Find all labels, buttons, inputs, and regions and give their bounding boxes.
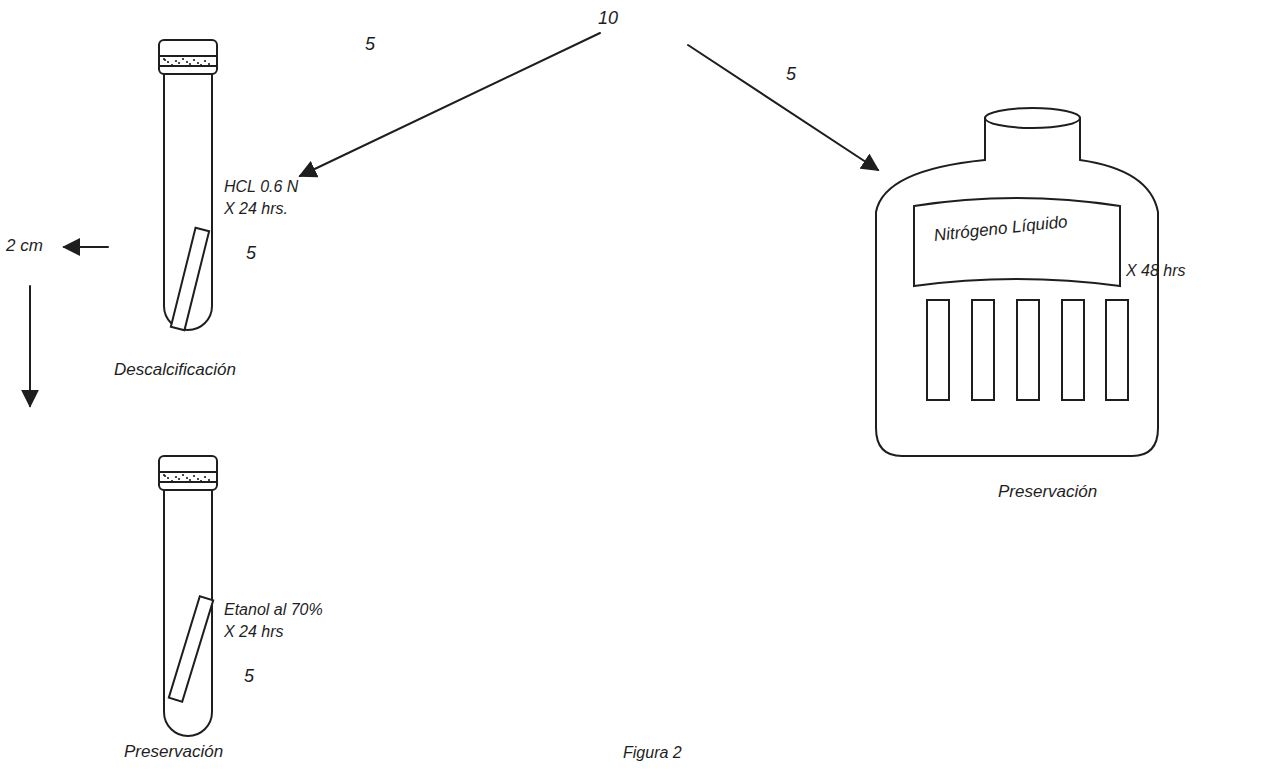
texture-dot: [204, 60, 206, 62]
texture-dot: [171, 480, 173, 482]
stopper-texture: [163, 58, 210, 482]
texture-dot: [182, 58, 184, 60]
callout-number: 5: [244, 666, 254, 687]
test-tube: [159, 40, 217, 330]
texture-dot: [182, 474, 184, 476]
figure-label: X 24 hrs: [224, 623, 284, 641]
figure-label: Preservación: [124, 742, 223, 762]
figure-label: X 48 hrs: [1126, 262, 1186, 280]
figure-caption: Figura 2: [623, 744, 682, 762]
figure-label: Nitrógeno Líquido: [933, 212, 1069, 245]
texture-dot: [164, 475, 166, 477]
figure-label: X 24 hrs.: [224, 200, 288, 218]
texture-dot: [175, 60, 177, 62]
callout-number: 5: [786, 64, 796, 85]
texture-dot: [200, 64, 202, 66]
callout-number: 5: [246, 243, 256, 264]
texture-dot: [163, 58, 165, 60]
test-tube: [159, 456, 217, 736]
texture-dot: [204, 476, 206, 478]
figure-label: 2 cm: [6, 236, 43, 256]
texture-dot: [163, 474, 165, 476]
texture-dot: [171, 64, 173, 66]
texture-dot: [178, 62, 180, 64]
texture-dot: [178, 478, 180, 480]
figure-label: Preservación: [998, 482, 1097, 502]
texture-dot: [189, 479, 191, 481]
callout-number: 10: [598, 8, 618, 29]
texture-dot: [167, 61, 169, 63]
texture-dot: [200, 480, 202, 482]
texture-dot: [186, 61, 188, 63]
callout-number: 5: [365, 34, 375, 55]
texture-dot: [189, 63, 191, 65]
texture-dot: [208, 63, 210, 65]
arrow-to-tube: [300, 33, 600, 176]
figure-label: HCL 0.6 N: [224, 178, 298, 196]
texture-dot: [197, 478, 199, 480]
texture-dot: [208, 479, 210, 481]
step-arrow: [29, 286, 31, 406]
figure-label: Etanol al 70%: [224, 601, 323, 619]
texture-dot: [197, 62, 199, 64]
figure-label: Descalcificación: [114, 360, 236, 380]
texture-dot: [186, 477, 188, 479]
texture-dot: [193, 59, 195, 61]
dimension-arrow: [64, 246, 108, 248]
arrow-to-jar: [688, 45, 878, 170]
texture-dot: [167, 477, 169, 479]
texture-dot: [193, 475, 195, 477]
texture-dot: [175, 476, 177, 478]
texture-dot: [164, 59, 166, 61]
nitrogen-jar: [876, 108, 1158, 456]
